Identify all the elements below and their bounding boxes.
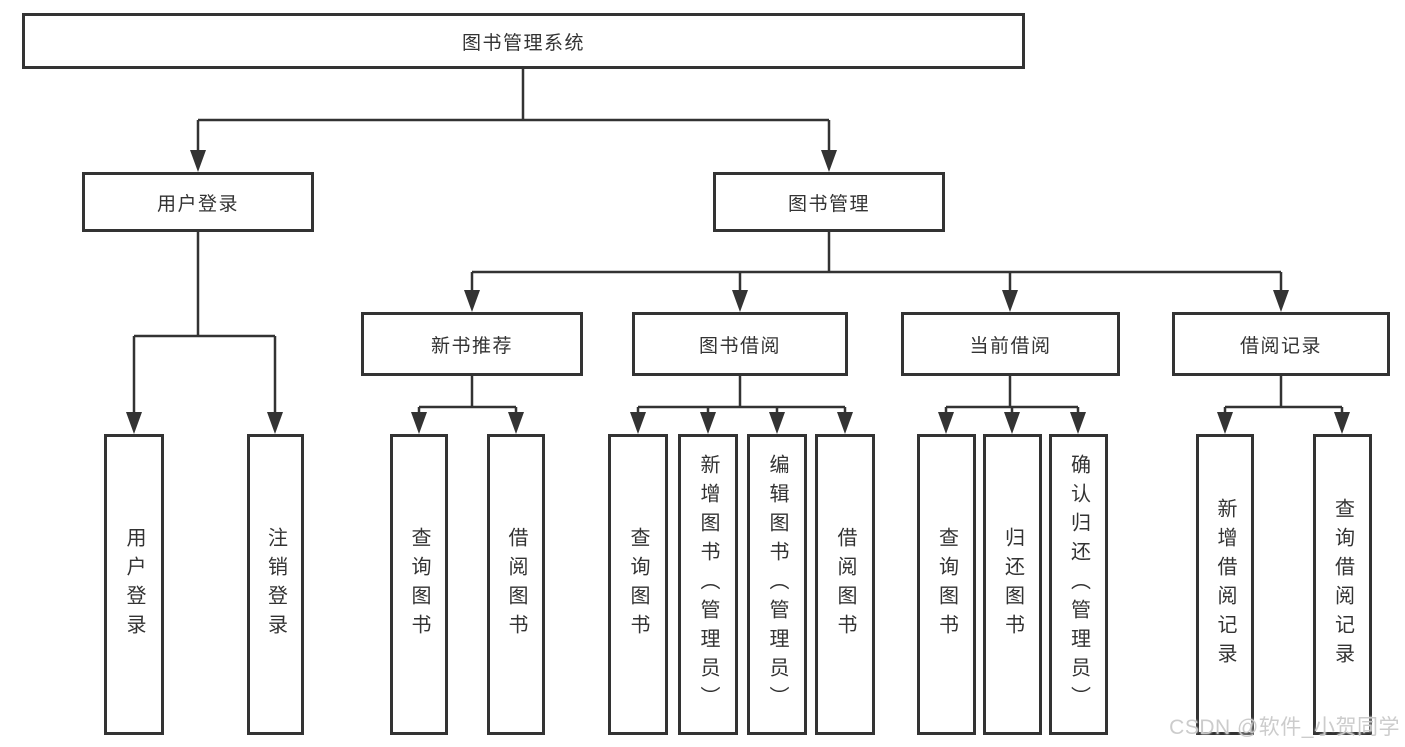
leaf-add-book-admin: 新增图书（管理员）	[678, 434, 738, 735]
leaf-edit-book-admin: 编辑图书（管理员）	[747, 434, 807, 735]
node-new-book-recommend: 新书推荐	[361, 312, 583, 376]
leaf-user-login-label: 用户登录	[123, 526, 145, 643]
leaf-logout: 注销登录	[247, 434, 304, 735]
node-root: 图书管理系统	[22, 13, 1025, 69]
leaf-return-book-label: 归还图书	[1001, 526, 1024, 643]
leaf-newbook-query-book-label: 查询图书	[408, 526, 430, 643]
leaf-borrowing-query-book: 查询图书	[608, 434, 668, 735]
node-book-management: 图书管理	[713, 172, 945, 232]
node-root-label: 图书管理系统	[461, 32, 585, 54]
arrowhead-icons	[126, 150, 1350, 434]
leaf-user-login: 用户登录	[104, 434, 164, 735]
leaf-newbook-borrow-book-label: 借阅图书	[505, 526, 527, 643]
node-new-book-recommend-label: 新书推荐	[430, 335, 513, 357]
leaf-add-borrow-record: 新增借阅记录	[1196, 434, 1254, 735]
node-user-login-label: 用户登录	[156, 193, 239, 215]
leaf-current-query-book-label: 查询图书	[935, 526, 958, 643]
tree-connector-paths	[132, 69, 1344, 416]
node-book-management-label: 图书管理	[787, 193, 870, 215]
leaf-current-query-book: 查询图书	[917, 434, 976, 735]
leaf-edit-book-admin-label: 编辑图书（管理员）	[766, 454, 788, 715]
leaf-borrowing-borrow-book: 借阅图书	[815, 434, 875, 735]
leaf-query-borrow-record: 查询借阅记录	[1313, 434, 1372, 735]
leaf-borrowing-borrow-book-label: 借阅图书	[834, 526, 856, 643]
leaf-add-book-admin-label: 新增图书（管理员）	[697, 454, 719, 715]
leaf-logout-label: 注销登录	[264, 526, 287, 643]
leaf-query-borrow-record-label: 查询借阅记录	[1331, 497, 1354, 672]
node-borrowing-records: 借阅记录	[1172, 312, 1390, 376]
leaf-return-book: 归还图书	[983, 434, 1042, 735]
node-book-borrowing-label: 图书借阅	[698, 335, 781, 357]
node-current-borrowing-label: 当前借阅	[969, 335, 1052, 357]
leaf-add-borrow-record-label: 新增借阅记录	[1214, 497, 1236, 672]
leaf-confirm-return-admin: 确认归还（管理员）	[1049, 434, 1108, 735]
leaf-confirm-return-admin-label: 确认归还（管理员）	[1067, 454, 1090, 715]
node-current-borrowing: 当前借阅	[901, 312, 1120, 376]
leaf-borrowing-query-book-label: 查询图书	[627, 526, 649, 643]
node-book-borrowing: 图书借阅	[632, 312, 848, 376]
node-borrowing-records-label: 借阅记录	[1239, 335, 1322, 357]
leaf-newbook-query-book: 查询图书	[390, 434, 448, 735]
node-user-login: 用户登录	[82, 172, 314, 232]
leaf-newbook-borrow-book: 借阅图书	[487, 434, 545, 735]
csdn-watermark: CSDN @软件_小贺同学	[1169, 716, 1400, 739]
